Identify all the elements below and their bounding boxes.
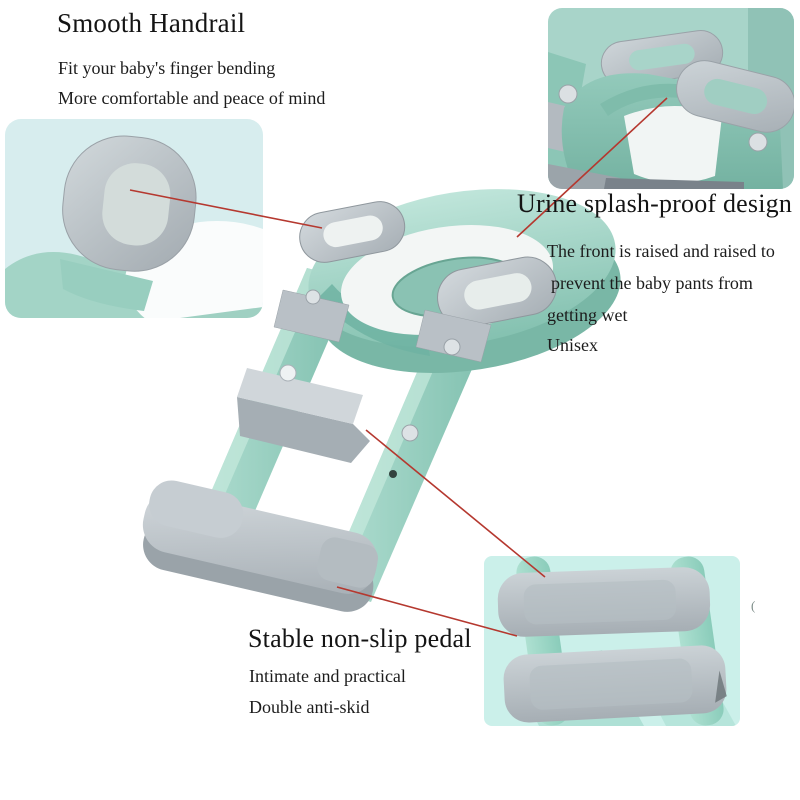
stray-mark: ( [751, 598, 756, 613]
pedal-closeup-image [484, 556, 740, 726]
leader-line-pedal-to-inset [336, 586, 518, 637]
handrail-closeup-illustration [5, 119, 263, 318]
seat-closeup-image [548, 8, 794, 189]
seat-closeup-illustration [548, 8, 794, 189]
pedal-annotation-line: Intimate and practical [249, 666, 406, 686]
splash-annotation-line: The front is raised and raised to [547, 241, 775, 261]
pedal-closeup-illustration [484, 556, 740, 726]
leader-line-step-to-inset [365, 429, 546, 578]
splash-annotation-line: prevent the baby pants from [551, 273, 753, 293]
handrail-annotation-title: Smooth Handrail [57, 8, 246, 38]
handrail-closeup-image [5, 119, 263, 318]
leader-line-splash [516, 97, 668, 238]
leader-line-handrail [129, 189, 323, 229]
splash-annotation-line: getting wet [547, 305, 628, 325]
splash-annotation-line: Unisex [547, 335, 598, 355]
handrail-annotation-line: Fit your baby's finger bending [58, 58, 276, 78]
pedal-annotation-line: Double anti-skid [249, 697, 370, 717]
pedal-annotation-title: Stable non-slip pedal [248, 624, 472, 653]
splash-annotation-title: Urine splash-proof design [517, 189, 793, 218]
handrail-annotation-line: More comfortable and peace of mind [58, 88, 326, 108]
